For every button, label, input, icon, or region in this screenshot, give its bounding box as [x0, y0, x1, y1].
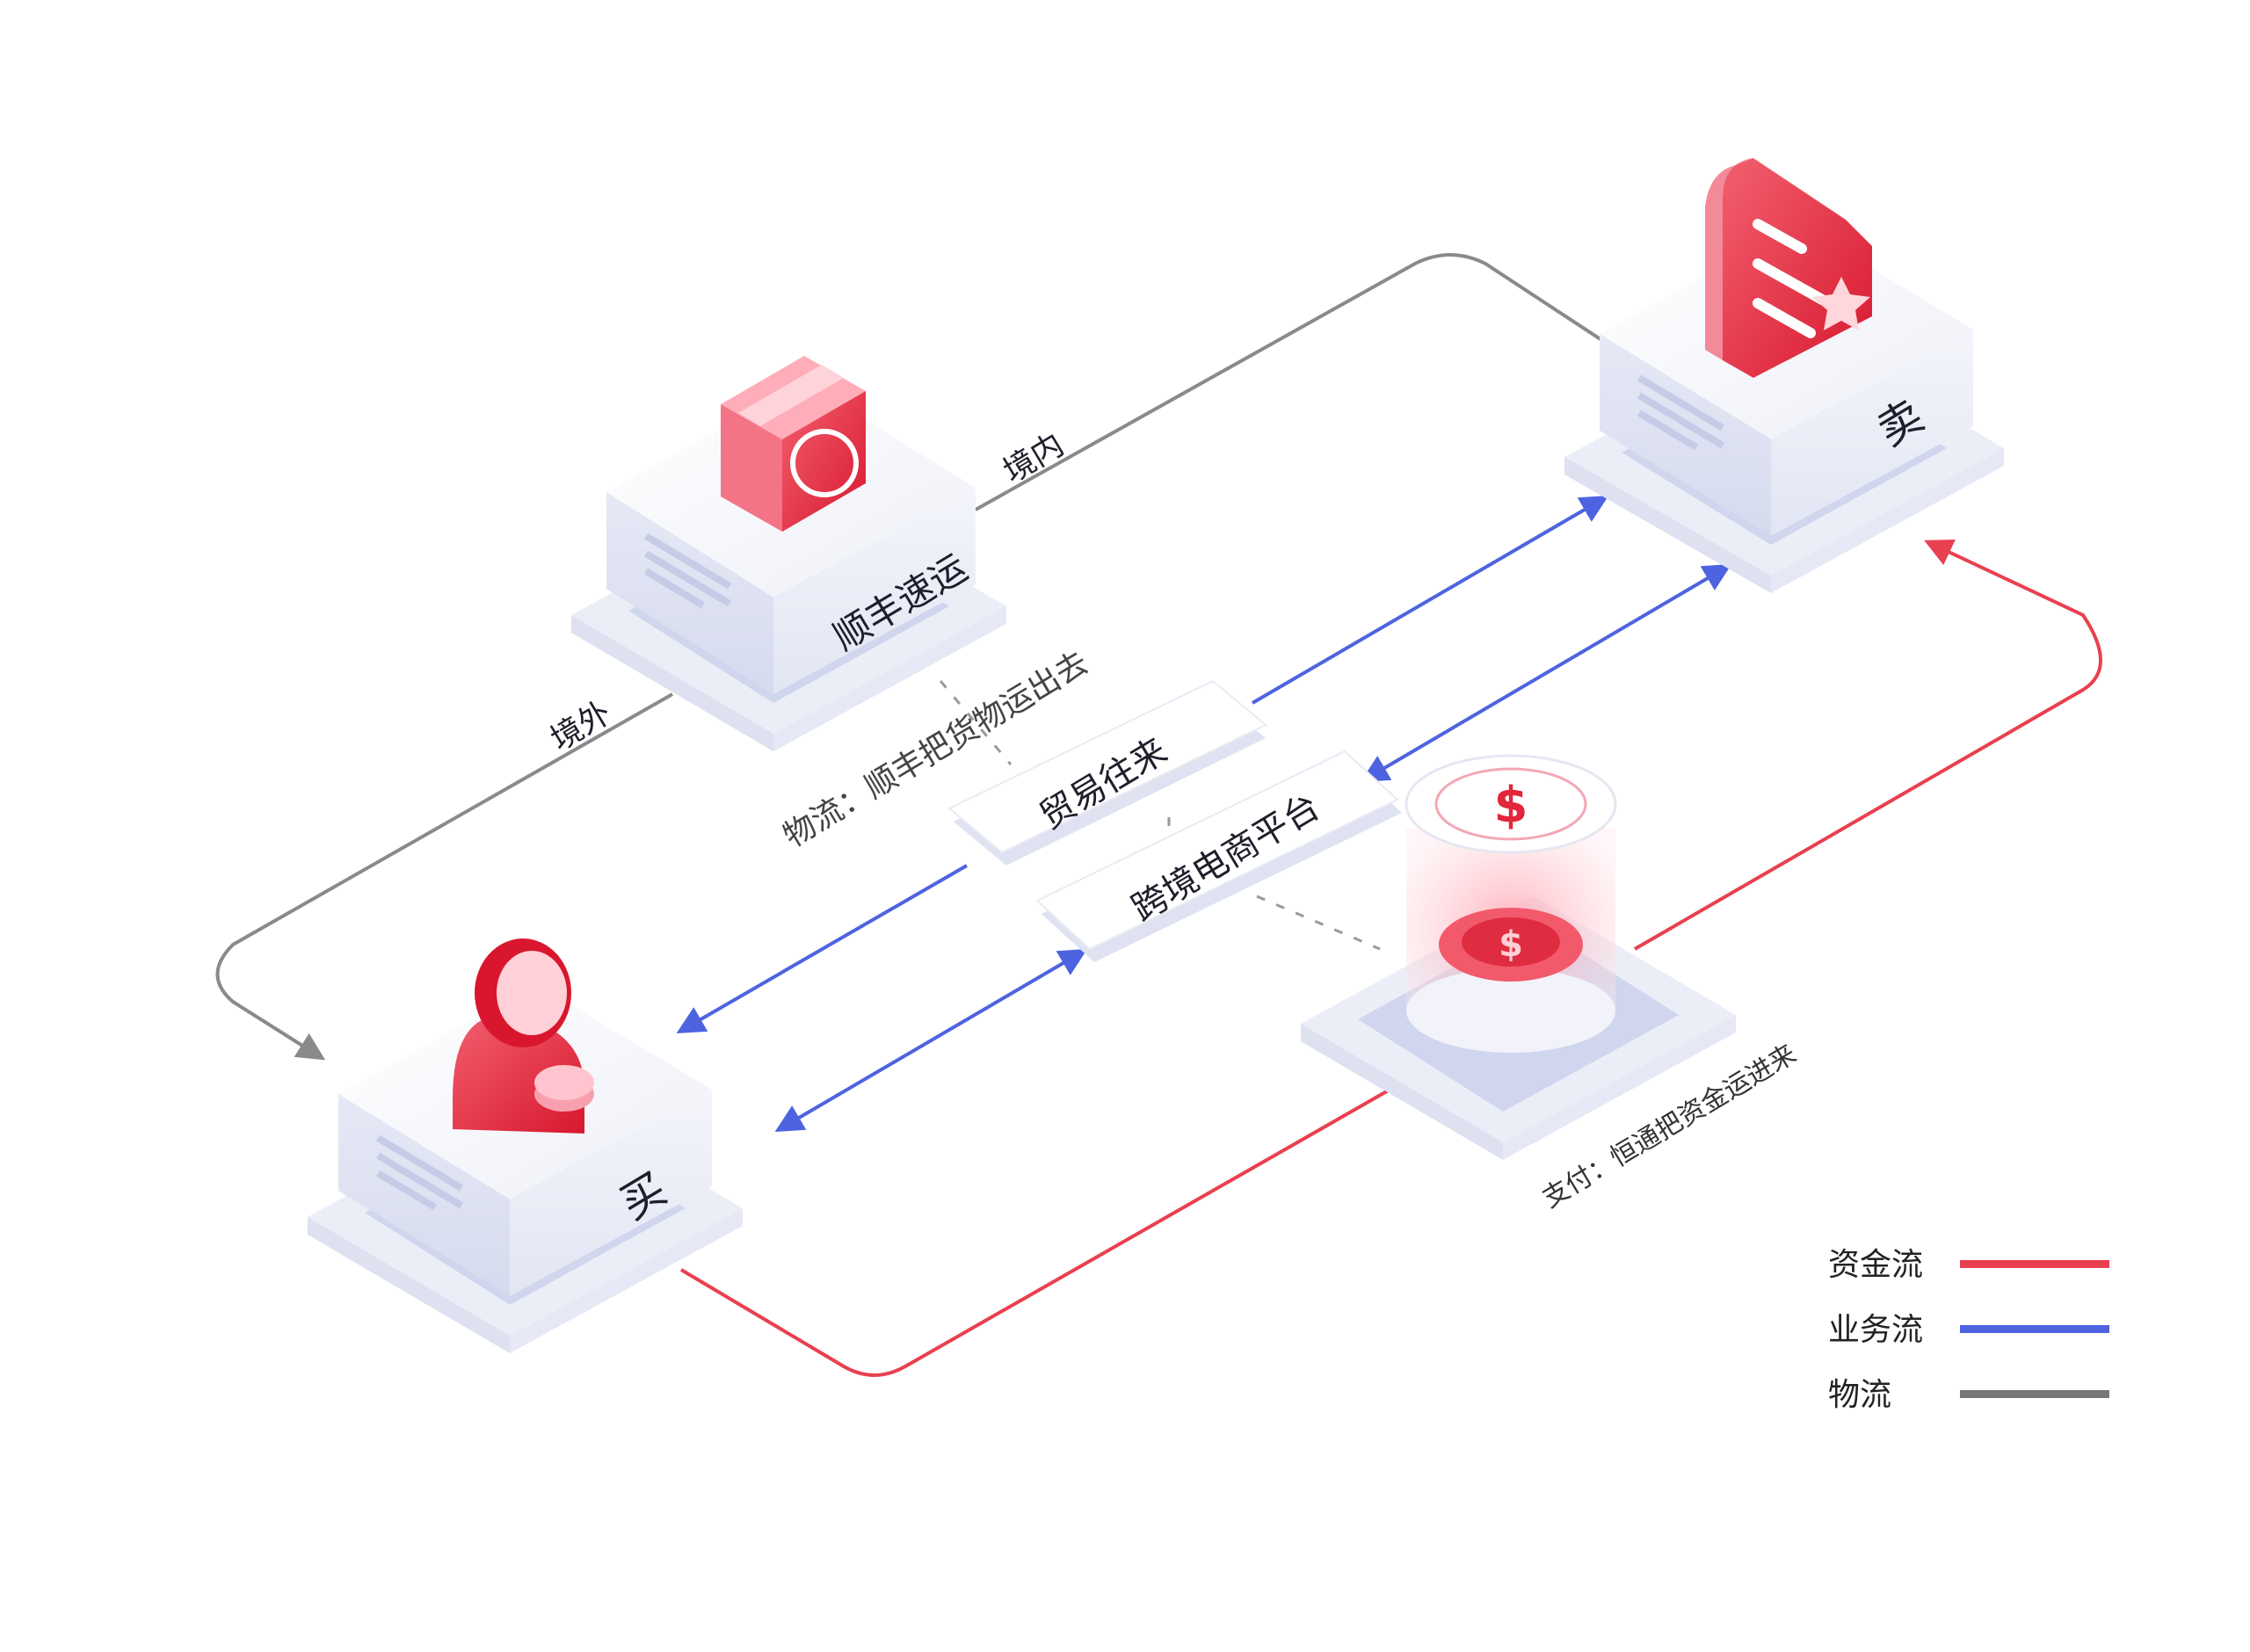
buyer-node	[308, 938, 743, 1353]
trade-card	[947, 679, 1267, 866]
legend-swatch-business	[1960, 1325, 2109, 1333]
legend-label: 物流	[1828, 1377, 1892, 1413]
legend: 资金流 业务流 物流	[1828, 1239, 2118, 1434]
platform-card	[1035, 750, 1402, 962]
money-line-to-seller	[1633, 540, 2102, 951]
business-line-platform-seller	[1360, 563, 1732, 783]
sf-node	[571, 356, 1006, 751]
legend-swatch-money	[1960, 1260, 2109, 1268]
dollar-icon-top: $	[1494, 777, 1528, 834]
legend-swatch-logistics	[1960, 1390, 2109, 1398]
logistics-line	[975, 253, 1610, 511]
legend-item-business: 业务流	[1828, 1304, 2118, 1369]
business-line-to-buyer	[676, 864, 969, 1034]
legend-item-money: 资金流	[1828, 1239, 2118, 1304]
seller-node	[1564, 158, 2004, 593]
money-line-to-payment	[679, 1083, 1398, 1377]
payment-node: $ $	[1301, 754, 1736, 1160]
star-icon	[1812, 277, 1870, 330]
sf-logo-icon	[790, 429, 859, 497]
logistics-line-overseas	[215, 692, 673, 1061]
legend-item-logistics: 物流	[1828, 1369, 2118, 1434]
legend-label: 资金流	[1828, 1247, 1924, 1283]
dollar-icon-inner: $	[1499, 924, 1523, 965]
business-line-platform-buyer	[774, 948, 1088, 1133]
legend-label: 业务流	[1828, 1312, 1924, 1348]
logistics-dash-guide	[939, 680, 1381, 951]
